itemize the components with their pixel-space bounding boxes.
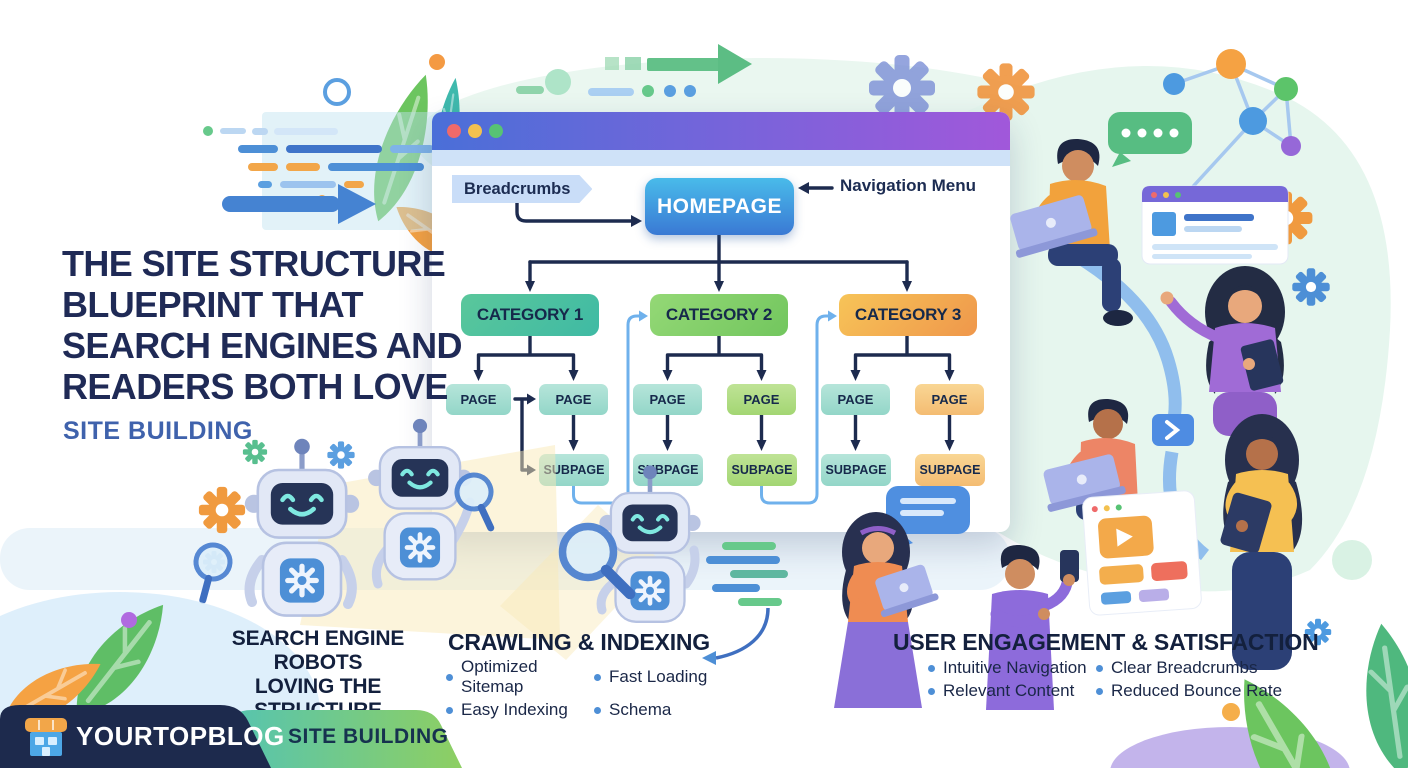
robot-illustration	[245, 439, 359, 616]
navigation-menu-label: Navigation Menu	[840, 176, 977, 195]
page-node: PAGE	[446, 384, 511, 415]
bullet-label: Intuitive Navigation	[943, 658, 1087, 677]
bullet-dot-icon	[446, 706, 453, 714]
bullet-label: Fast Loading	[609, 667, 708, 686]
subpage-node: SUBPAGE	[633, 454, 703, 486]
traffic-light-red-icon	[447, 124, 461, 138]
gear-icon	[1259, 191, 1313, 245]
chevron-badge	[1152, 414, 1194, 446]
browser-titlebar	[432, 112, 1010, 150]
code-lines-decoration	[203, 112, 452, 230]
green-arrow-icon	[605, 44, 752, 84]
pale-blue-band	[0, 528, 1010, 590]
page-node: PAGE	[915, 384, 984, 415]
page-node: PAGE	[539, 384, 608, 415]
mint-dot	[1332, 540, 1372, 580]
bullet-dot-icon	[928, 664, 935, 672]
subpage-node: SUBPAGE	[539, 454, 609, 486]
bullet-item: Clear Breadcrumbs	[1096, 658, 1282, 678]
bullet-dot-icon	[446, 673, 453, 681]
chevron-icon	[1165, 420, 1181, 440]
person-woman-laptop	[834, 512, 939, 708]
person-man-laptop	[1010, 138, 1133, 326]
mini-video-card	[1082, 490, 1202, 616]
crawling-title: CRAWLING & INDEXING	[448, 629, 710, 655]
code-lines-decoration	[706, 542, 788, 606]
speech-bubble-icon	[1108, 112, 1192, 167]
gear-icon	[203, 551, 225, 573]
play-icon	[1116, 528, 1133, 547]
homepage-node: HOMEPAGE	[645, 178, 794, 235]
footer-brand: YOURTOPBLOG	[76, 721, 285, 751]
bullet-label: Schema	[609, 700, 672, 719]
headline-line: READERS BOTH LOVE	[62, 366, 448, 407]
page-node: PAGE	[633, 384, 702, 415]
page-node: PAGE	[727, 384, 796, 415]
bullet-item: Intuitive Navigation	[928, 658, 1096, 678]
bullet-item: Schema	[594, 700, 707, 720]
traffic-light-green-icon	[489, 124, 503, 138]
crawling-bullets: Optimized Sitemap Fast Loading Easy Inde…	[446, 657, 707, 720]
headline-line: BLUEPRINT THAT	[62, 284, 364, 325]
bullet-item: Optimized Sitemap	[446, 657, 594, 697]
bullet-dot-icon	[928, 687, 935, 695]
robots-caption-line: SEARCH ENGINE ROBOTS	[231, 627, 405, 674]
storefront-icon	[25, 718, 67, 756]
subpage-node: SUBPAGE	[727, 454, 797, 486]
engagement-bullets: Intuitive Navigation Clear Breadcrumbs R…	[928, 658, 1282, 701]
pointer-arrow-icon	[702, 607, 770, 665]
subpage-node: SUBPAGE	[915, 454, 985, 486]
bullet-dot-icon	[1096, 664, 1103, 672]
network-graph-decoration	[1163, 49, 1301, 194]
bullet-dot-icon	[1096, 687, 1103, 695]
browser-window: Breadcrumbs Navigation Menu HOMEPAGE CAT…	[432, 112, 1010, 532]
bullet-label: Clear Breadcrumbs	[1111, 658, 1258, 677]
magnifier-icon	[563, 527, 631, 595]
dots-dashes-decoration	[516, 69, 696, 97]
bullet-item: Fast Loading	[594, 657, 707, 697]
gear-icon	[198, 486, 246, 534]
browser-addressbar	[432, 150, 1010, 166]
sitemap-connectors	[473, 182, 955, 505]
category-1-node: CATEGORY 1	[461, 294, 599, 336]
bullet-label: Easy Indexing	[461, 700, 568, 719]
blue-arrow-icon	[222, 184, 376, 224]
engagement-title: USER ENGAGEMENT & SATISFACTION	[893, 629, 1319, 655]
ring-decoration	[323, 78, 351, 106]
category-3-node: CATEGORY 3	[839, 294, 977, 336]
traffic-light-yellow-icon	[468, 124, 482, 138]
magnifier-icon	[180, 539, 241, 600]
category-2-node: CATEGORY 2	[650, 294, 788, 336]
footer-badge: SITE BUILDING	[288, 725, 449, 748]
bullet-dot-icon	[594, 706, 601, 714]
journey-ribbon	[1071, 249, 1210, 561]
headline-line: SEARCH ENGINES AND	[62, 325, 463, 366]
person-man-laptop	[1043, 398, 1156, 578]
headline-kicker: SITE BUILDING	[63, 417, 253, 445]
subpage-node: SUBPAGE	[821, 454, 891, 486]
orange-dot	[429, 54, 445, 70]
headline: THE SITE STRUCTURE BLUEPRINT THAT SEARCH…	[62, 243, 463, 407]
person-woman-tablet	[1160, 266, 1285, 436]
purple-dot	[121, 612, 137, 628]
bullet-dot-icon	[594, 673, 601, 681]
bullet-label: Optimized Sitemap	[461, 657, 538, 696]
bullet-item: Easy Indexing	[446, 700, 594, 720]
headline-line: THE SITE STRUCTURE	[62, 243, 446, 284]
breadcrumbs-label: Breadcrumbs	[452, 175, 592, 203]
gear-icon	[327, 441, 355, 469]
gear-icon	[1292, 268, 1330, 306]
page-node: PAGE	[821, 384, 890, 415]
mini-browser-card	[1141, 185, 1289, 265]
